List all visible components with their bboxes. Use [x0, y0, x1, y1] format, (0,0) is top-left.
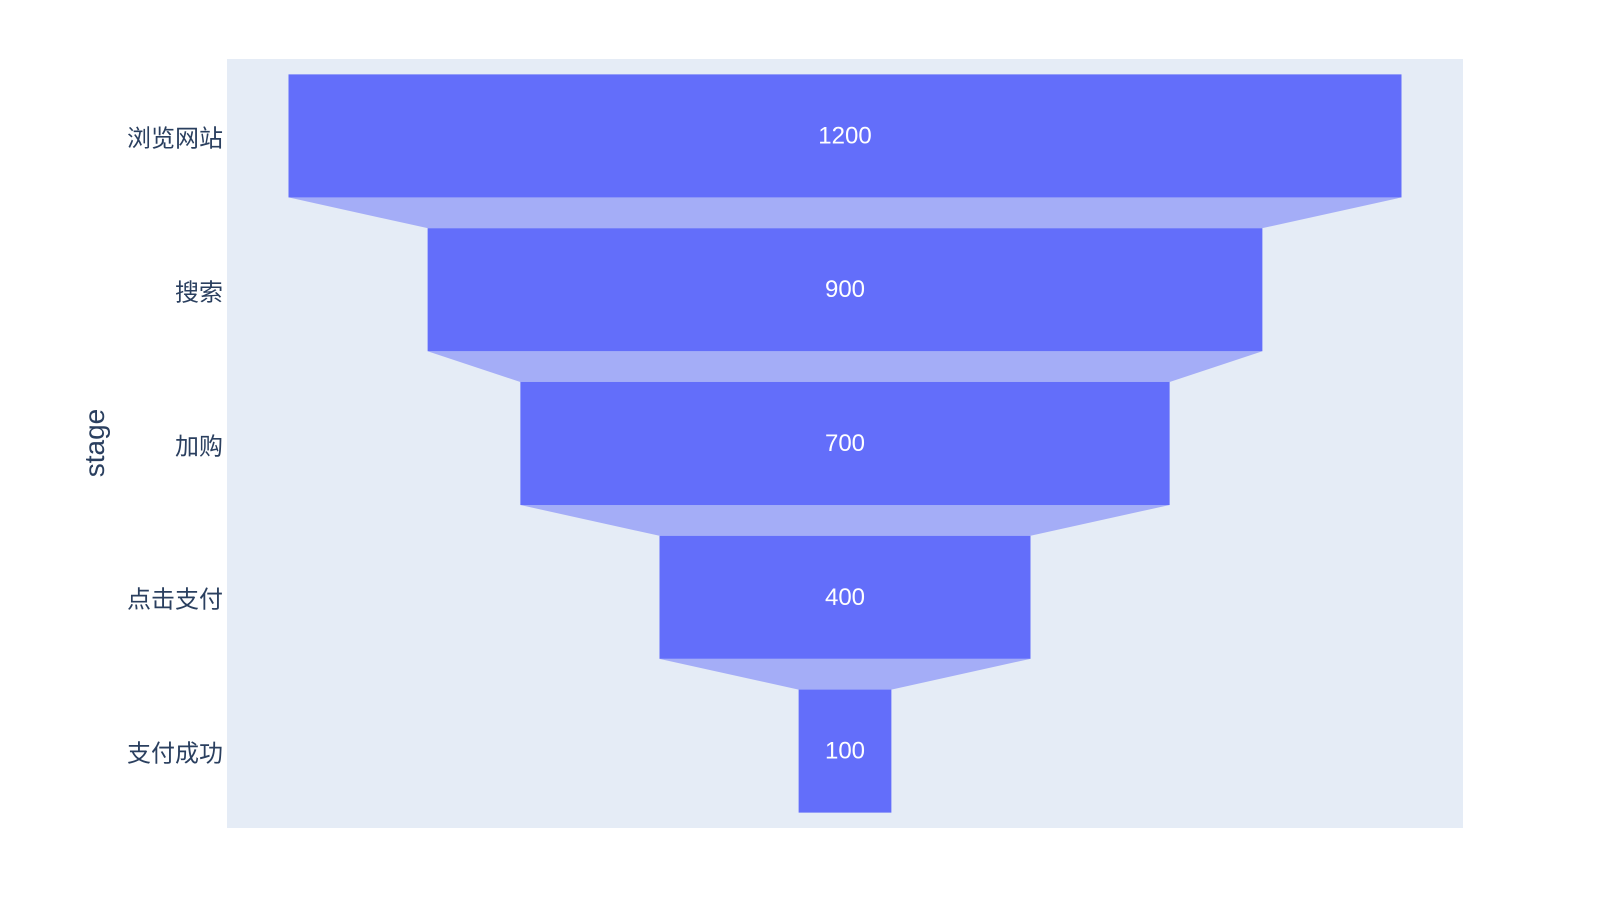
- stage-label-3: 点击支付: [127, 586, 223, 614]
- stage-label-1: 搜索: [175, 279, 223, 307]
- funnel-svg: 1200 900 700 400 100: [288, 74, 1402, 813]
- value-label-1: 900: [825, 276, 865, 303]
- funnel-segment-0: [288, 74, 1402, 198]
- stage-label-2: 加购: [175, 433, 223, 460]
- funnel-segment-3: [659, 535, 1031, 659]
- stage-label-0: 浏览网站: [127, 125, 223, 153]
- funnel-connector-0: [288, 197, 1402, 229]
- value-label-2: 700: [825, 430, 865, 457]
- stage-label-4: 支付成功: [127, 740, 223, 768]
- funnel-connector-2: [520, 505, 1170, 536]
- value-label-4: 100: [825, 738, 865, 765]
- funnel-connector-3: [659, 658, 1031, 690]
- plot-area: 1200 900 700 400 100: [227, 59, 1463, 828]
- funnel-segment-4: [798, 689, 892, 813]
- value-label-3: 400: [825, 584, 865, 611]
- funnel-segment-1: [427, 228, 1263, 352]
- y-axis-title: stage: [79, 408, 110, 478]
- value-label-0: 1200: [818, 122, 871, 149]
- funnel-segment-2: [520, 381, 1170, 506]
- funnel-connector-1: [427, 351, 1263, 382]
